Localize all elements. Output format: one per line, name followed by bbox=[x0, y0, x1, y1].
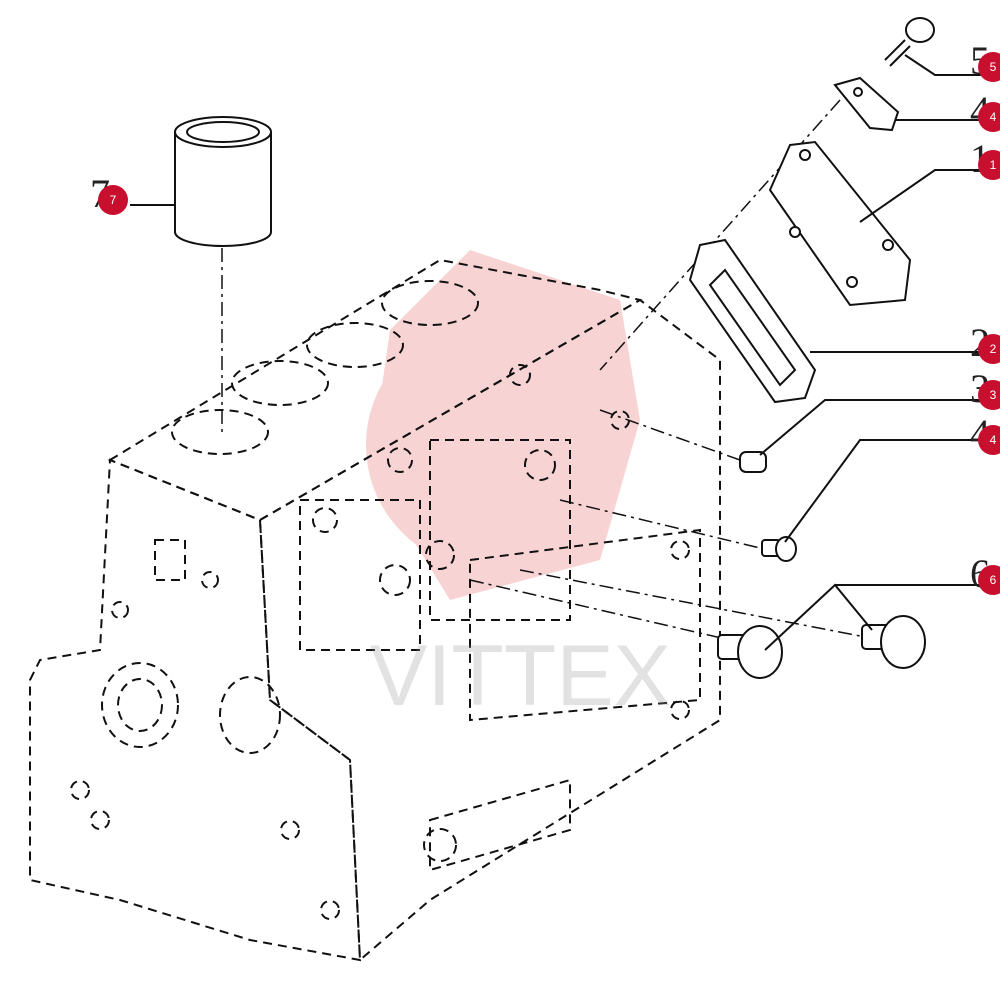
engine-block-outline bbox=[29, 258, 721, 963]
gasket-part bbox=[688, 238, 817, 404]
callout-1-marker[interactable]: 1 bbox=[978, 150, 1000, 180]
plug-part bbox=[739, 451, 767, 473]
small-plug-part bbox=[761, 536, 797, 562]
cylinder-liner-part bbox=[174, 116, 272, 247]
callout-2-marker[interactable]: 2 bbox=[978, 334, 1000, 364]
callout-5-marker[interactable]: 5 bbox=[978, 52, 1000, 82]
watermark-logo bbox=[366, 250, 640, 600]
bolt-part bbox=[884, 17, 935, 67]
watermark-text: VITTEX bbox=[370, 628, 671, 724]
cover-plate-part bbox=[768, 140, 912, 307]
callout-4b-marker[interactable]: 4 bbox=[978, 425, 1000, 455]
callout-7-marker[interactable]: 7 bbox=[98, 185, 128, 215]
clip-part bbox=[833, 76, 900, 132]
leader-lines bbox=[130, 54, 985, 651]
callout-6-marker[interactable]: 6 bbox=[978, 565, 1000, 595]
callout-3-marker[interactable]: 3 bbox=[978, 380, 1000, 410]
drain-plug-parts bbox=[717, 615, 926, 679]
callout-4a-marker[interactable]: 4 bbox=[978, 102, 1000, 132]
